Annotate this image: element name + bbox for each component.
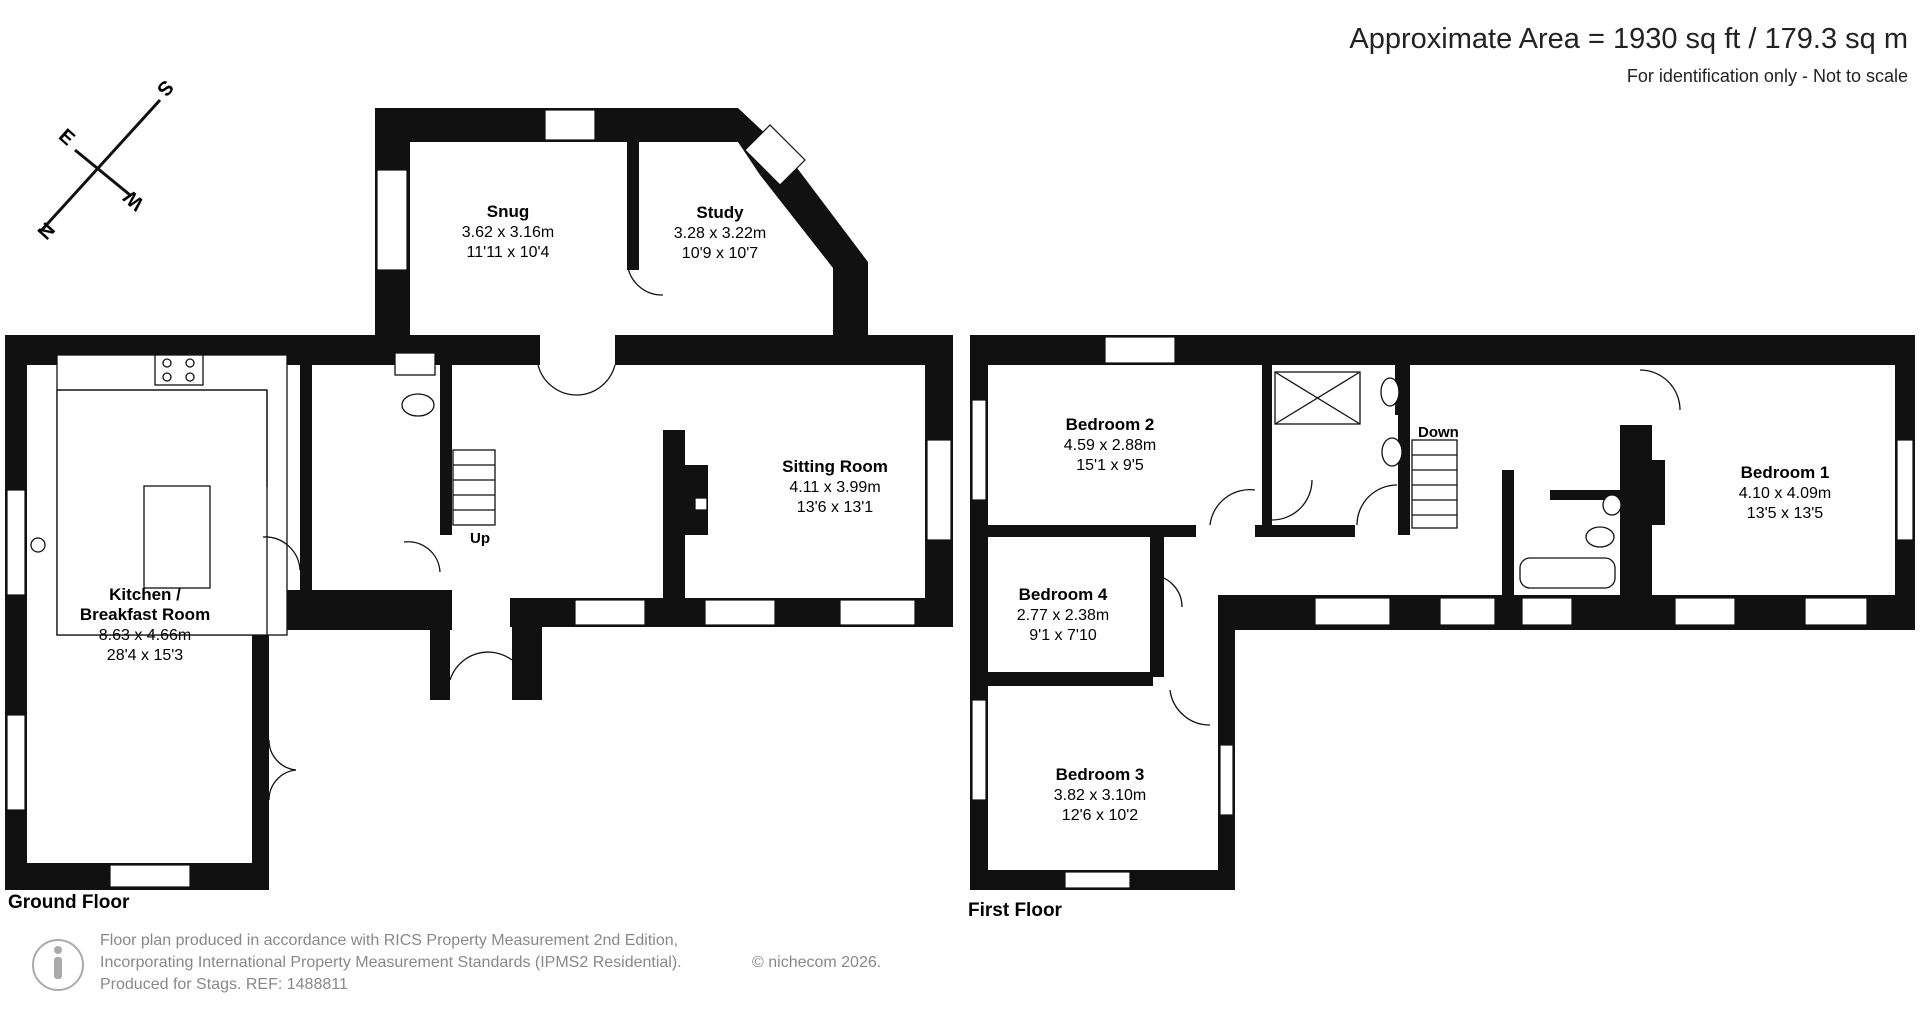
footer-copyright: © nichecom 2026. xyxy=(752,954,881,971)
footer-line2: Incorporating International Property Mea… xyxy=(100,954,682,971)
room-bedroom1: Bedroom 1 4.10 x 4.09m 13'5 x 13'5 xyxy=(1739,463,1832,522)
first-floor-fixtures xyxy=(1274,371,1622,589)
wc-icon-first xyxy=(1380,377,1400,407)
sink-icon xyxy=(30,537,46,553)
svg-text:11'11 x 10'4: 11'11 x 10'4 xyxy=(467,244,550,261)
svg-text:4.11 x 3.99m: 4.11 x 3.99m xyxy=(789,479,880,496)
svg-text:2.77 x 2.38m: 2.77 x 2.38m xyxy=(1017,607,1110,624)
svg-text:Kitchen /: Kitchen / xyxy=(109,585,181,604)
svg-text:3.82 x 3.10m: 3.82 x 3.10m xyxy=(1054,787,1147,804)
stairs-down-label: Down xyxy=(1418,424,1459,441)
svg-text:28'4 x 15'3: 28'4 x 15'3 xyxy=(107,647,183,664)
svg-text:Bedroom 2: Bedroom 2 xyxy=(1066,415,1155,434)
basin-icon-first xyxy=(1381,437,1403,467)
footer-line3: Produced for Stags. REF: 1488811 xyxy=(100,976,348,993)
room-study: Study 3.28 x 3.22m 10'9 x 10'7 xyxy=(674,203,767,262)
svg-text:Snug: Snug xyxy=(487,202,530,221)
scale-note: For identification only - Not to scale xyxy=(1627,66,1908,86)
ground-floor-label: Ground Floor xyxy=(8,892,130,913)
svg-text:10'9 x 10'7: 10'9 x 10'7 xyxy=(682,245,758,262)
svg-text:Bedroom 4: Bedroom 4 xyxy=(1019,585,1108,604)
fireplace-icon xyxy=(694,497,708,511)
compass-n: N xyxy=(34,219,60,244)
footer-line1: Floor plan produced in accordance with R… xyxy=(100,932,678,949)
wc-icon-ensuite xyxy=(1585,526,1615,548)
first-floor-doors xyxy=(1149,369,1681,726)
svg-text:Bedroom 3: Bedroom 3 xyxy=(1056,765,1145,784)
ground-floor-fixtures xyxy=(30,352,708,636)
room-snug: Snug 3.62 x 3.16m 11'11 x 10'4 xyxy=(462,202,555,261)
person-icon xyxy=(32,939,84,991)
ground-floor-doors xyxy=(262,267,664,801)
footer: Floor plan produced in accordance with R… xyxy=(32,932,881,993)
svg-text:Study: Study xyxy=(696,203,744,222)
svg-text:Sitting Room: Sitting Room xyxy=(782,457,888,476)
ground-floor-windows xyxy=(6,109,952,888)
kitchen-island xyxy=(143,485,211,589)
room-bedroom2: Bedroom 2 4.59 x 2.88m 15'1 x 9'5 xyxy=(1064,415,1157,474)
compass-icon: N E S W xyxy=(34,76,178,245)
svg-text:12'6 x 10'2: 12'6 x 10'2 xyxy=(1062,807,1138,824)
svg-text:15'1 x 9'5: 15'1 x 9'5 xyxy=(1076,457,1144,474)
svg-text:13'5 x 13'5: 13'5 x 13'5 xyxy=(1747,505,1823,522)
wc-icon xyxy=(401,393,435,417)
svg-text:3.62 x 3.16m: 3.62 x 3.16m xyxy=(462,224,555,241)
svg-text:3.28 x 3.22m: 3.28 x 3.22m xyxy=(674,225,767,242)
first-floor-windows xyxy=(971,336,1914,889)
svg-text:Bedroom 1: Bedroom 1 xyxy=(1741,463,1830,482)
room-kitchen: Kitchen / Breakfast Room 8.63 x 4.66m 28… xyxy=(80,585,210,664)
svg-text:9'1 x 7'10: 9'1 x 7'10 xyxy=(1029,627,1097,644)
room-bedroom4: Bedroom 4 2.77 x 2.38m 9'1 x 7'10 xyxy=(1017,585,1110,644)
svg-text:13'6 x 13'1: 13'6 x 13'1 xyxy=(797,499,873,516)
wc-basin-icon xyxy=(394,352,436,376)
area-title: Approximate Area = 1930 sq ft / 179.3 sq… xyxy=(1349,23,1908,55)
bath-icon xyxy=(1519,557,1616,589)
hob-icon xyxy=(154,354,204,386)
stairs-up-label: Up xyxy=(470,530,490,547)
svg-text:4.59 x 2.88m: 4.59 x 2.88m xyxy=(1064,437,1157,454)
compass-e: E xyxy=(54,125,79,150)
svg-text:8.63 x 4.66m: 8.63 x 4.66m xyxy=(99,627,192,644)
room-bedroom3: Bedroom 3 3.82 x 3.10m 12'6 x 10'2 xyxy=(1054,765,1147,824)
room-sitting: Sitting Room 4.11 x 3.99m 13'6 x 13'1 xyxy=(782,457,888,516)
first-floor-label: First Floor xyxy=(968,900,1063,921)
basin-icon-ensuite xyxy=(1602,494,1622,516)
svg-text:Breakfast Room: Breakfast Room xyxy=(80,605,210,624)
svg-text:4.10 x 4.09m: 4.10 x 4.09m xyxy=(1739,485,1832,502)
stairs-up xyxy=(452,449,496,526)
compass-s: S xyxy=(152,76,177,101)
